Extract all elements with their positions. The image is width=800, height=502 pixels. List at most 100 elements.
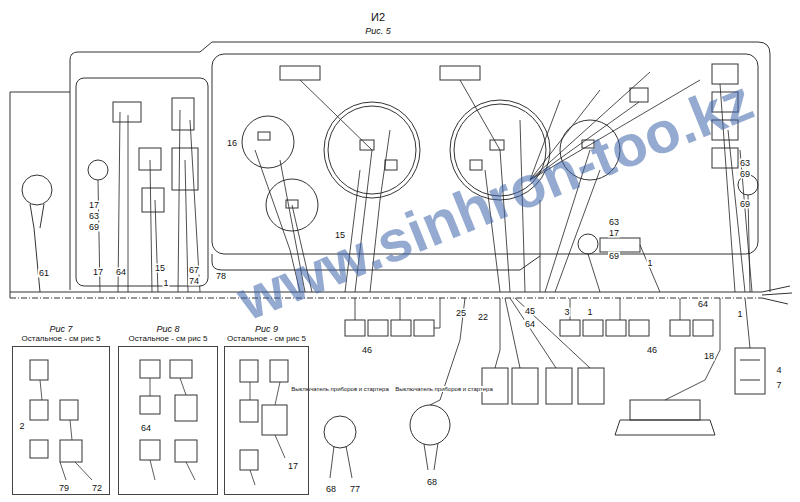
connector-block [414, 320, 434, 336]
connector-block [735, 348, 765, 394]
callout-number: 7 [775, 381, 782, 390]
callout-number: 18 [703, 352, 715, 361]
wire [570, 298, 680, 320]
switch-block [142, 188, 164, 212]
callout-number: 79 [58, 484, 70, 493]
inset-figure [140, 396, 160, 414]
callout-number: 77 [349, 485, 361, 494]
inset-figure [270, 360, 288, 382]
inset-heading: Рис 9Остальное - см рис 5 [224, 325, 309, 344]
inset-figure [150, 378, 195, 480]
text-run: Остальное - см рис 5 [129, 334, 208, 343]
callout-number: 68 [325, 485, 337, 494]
connector-block [740, 360, 760, 361]
inset-figure [30, 360, 288, 485]
lamp [30, 204, 44, 292]
inset-figure: Рис 9Остальное - см рис 5 [224, 325, 309, 495]
callout-number: 68 [426, 478, 438, 487]
callout-number: 2 [18, 422, 25, 431]
inset-note: Остальное - см рис 5 [12, 335, 110, 344]
inset-figure [30, 400, 48, 420]
inset-figure: Рис 8Остальное - см рис 5 [118, 325, 218, 495]
inset-figure: Рис 7Остальное - см рис 5 [12, 325, 110, 495]
lamp [22, 175, 52, 205]
wire [495, 298, 590, 368]
connector-block [345, 320, 365, 336]
gauge [385, 160, 397, 170]
wire [330, 443, 438, 478]
inset-figure [30, 360, 48, 380]
switch-block [440, 66, 480, 80]
wire [665, 298, 750, 400]
inset-figure [40, 380, 92, 480]
connector-block [368, 320, 388, 336]
switch-block [600, 238, 640, 252]
callout-number: 22 [477, 313, 489, 322]
callout-number: 69 [739, 200, 751, 209]
text-run: Остальное - см рис 5 [227, 334, 306, 343]
callout-number: 63 [88, 212, 100, 221]
connector-block [606, 320, 626, 336]
text-run: Рис 9 [255, 324, 278, 334]
callout-number: 1 [586, 308, 593, 317]
callout-number: 74 [188, 277, 200, 286]
callout-number: 17 [92, 268, 104, 277]
callout-number: 16 [226, 139, 238, 148]
inset-figure [60, 440, 82, 462]
callout-number: 46 [646, 346, 658, 355]
switch-caption: Выключатель приборов и стартера [290, 386, 390, 392]
gauge [88, 160, 108, 180]
inset-frame [118, 346, 218, 495]
callout-number: 63 [739, 159, 751, 168]
inset-figure [60, 400, 78, 420]
connector-block [410, 405, 450, 445]
callout-number: 72 [91, 484, 103, 493]
callout-number: 69 [739, 170, 751, 179]
callout-number: 64 [115, 268, 127, 277]
inset-figure [170, 360, 192, 378]
connector-block [693, 320, 713, 336]
gauge [470, 160, 482, 170]
inset-figure [30, 440, 48, 458]
callout-number: 3 [563, 308, 570, 317]
callout-number: 17 [88, 201, 100, 210]
wire [98, 110, 200, 292]
figure-title: И2 [371, 12, 385, 23]
wire [118, 112, 158, 292]
inset-note: Остальное - см рис 5 [118, 335, 218, 344]
panel-outline [10, 92, 70, 298]
inset-frame [224, 346, 309, 495]
callout-number: 1 [736, 310, 743, 319]
connector-block [630, 400, 700, 420]
inset-heading: Рис 8Остальное - см рис 5 [118, 325, 218, 344]
inset-figure [140, 440, 160, 460]
text-run: Рис 7 [49, 324, 72, 334]
callout-number: 69 [88, 223, 100, 232]
harness-band [10, 298, 762, 299]
inset-heading: Рис 7Остальное - см рис 5 [12, 325, 110, 344]
callout-number: 15 [154, 264, 166, 273]
watermark: www.sinhron-too.kz [230, 70, 761, 329]
callout-number: 64 [140, 424, 152, 433]
connector-block [324, 320, 765, 448]
wire [355, 298, 440, 328]
callout-number: 78 [215, 272, 227, 281]
connector-block [546, 368, 572, 404]
callout-number: 69 [608, 252, 620, 261]
switch-block [113, 102, 141, 122]
text-run: Рис 8 [156, 324, 179, 334]
gauge [242, 116, 294, 168]
callout-number: 1 [646, 259, 653, 268]
figure-number: Рис 8 [118, 325, 218, 335]
connector-block [578, 368, 604, 404]
callout-number: 45 [524, 307, 536, 316]
inset-frame [12, 346, 110, 495]
callout-number: 64 [524, 320, 536, 329]
callout-number: 4 [775, 366, 782, 375]
callout-number: 63 [608, 218, 620, 227]
callout-number: 17 [287, 462, 299, 471]
wire [330, 298, 750, 478]
inset-figure [240, 360, 258, 382]
inset-note: Остальное - см рис 5 [224, 335, 309, 344]
